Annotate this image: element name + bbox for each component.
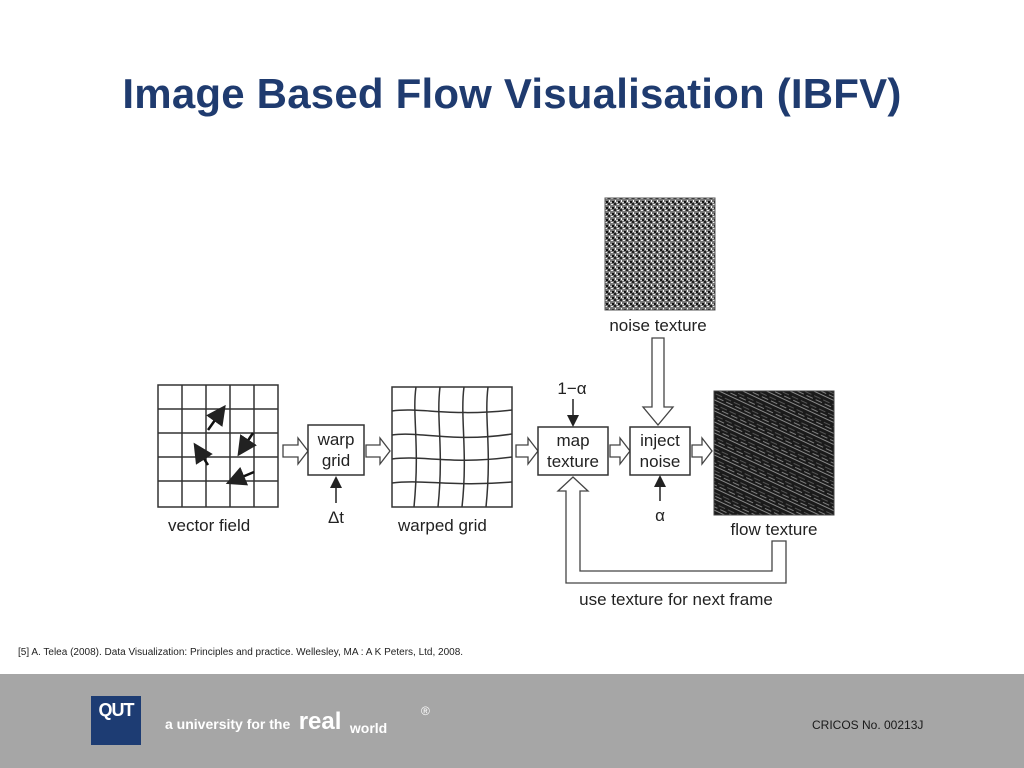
flow-arrow-2 xyxy=(365,436,391,466)
flow-arrow-4 xyxy=(609,436,631,466)
tagline-world: world xyxy=(349,720,388,736)
noise-texture-image xyxy=(604,197,716,311)
map-label: map xyxy=(556,431,589,450)
ibfv-diagram: vector field warp grid Δt warped grid ma… xyxy=(157,197,835,609)
noise-label: noise xyxy=(640,452,681,471)
flow-arrow-3 xyxy=(515,436,539,466)
slide-title: Image Based Flow Visualisation (IBFV) xyxy=(122,70,902,117)
tagline-real: real xyxy=(298,708,342,735)
vector-arrows xyxy=(193,404,257,486)
warped-grid-label: warped grid xyxy=(397,516,487,535)
grid-label: grid xyxy=(322,451,350,470)
flow-texture-image xyxy=(713,390,835,516)
delta-t-label: Δt xyxy=(328,508,344,527)
texture-label: texture xyxy=(547,452,599,471)
registered-mark: ® xyxy=(421,704,430,718)
map-texture-box xyxy=(537,426,609,476)
vector-field-label: vector field xyxy=(168,516,250,535)
footer-bar: QUT a university for the real world ® CR… xyxy=(0,674,1024,768)
flow-arrow-1 xyxy=(282,436,309,466)
warp-grid-box xyxy=(307,424,365,476)
feedback-loop xyxy=(556,476,787,584)
qut-logo: QUT xyxy=(91,696,141,745)
flow-texture-label: flow texture xyxy=(731,520,818,539)
cricos-number: CRICOS No. 00213J xyxy=(812,718,924,732)
warped-grid xyxy=(391,386,513,508)
warp-label: warp xyxy=(317,430,355,449)
noise-texture-label: noise texture xyxy=(609,316,706,335)
alpha-label: α xyxy=(655,506,665,525)
inject-noise-box xyxy=(629,426,691,476)
flow-arrow-5 xyxy=(691,436,713,466)
vector-field-grid xyxy=(157,384,279,508)
one-minus-alpha-label: 1−α xyxy=(557,379,586,398)
feedback-label: use texture for next frame xyxy=(579,590,773,609)
inject-label: inject xyxy=(640,431,680,450)
tagline: a university for the real world xyxy=(165,708,387,736)
citation: [5] A. Telea (2008). Data Visualization:… xyxy=(18,647,464,658)
tagline-prefix: a university for the xyxy=(165,716,291,732)
noise-down-arrow xyxy=(641,337,675,427)
